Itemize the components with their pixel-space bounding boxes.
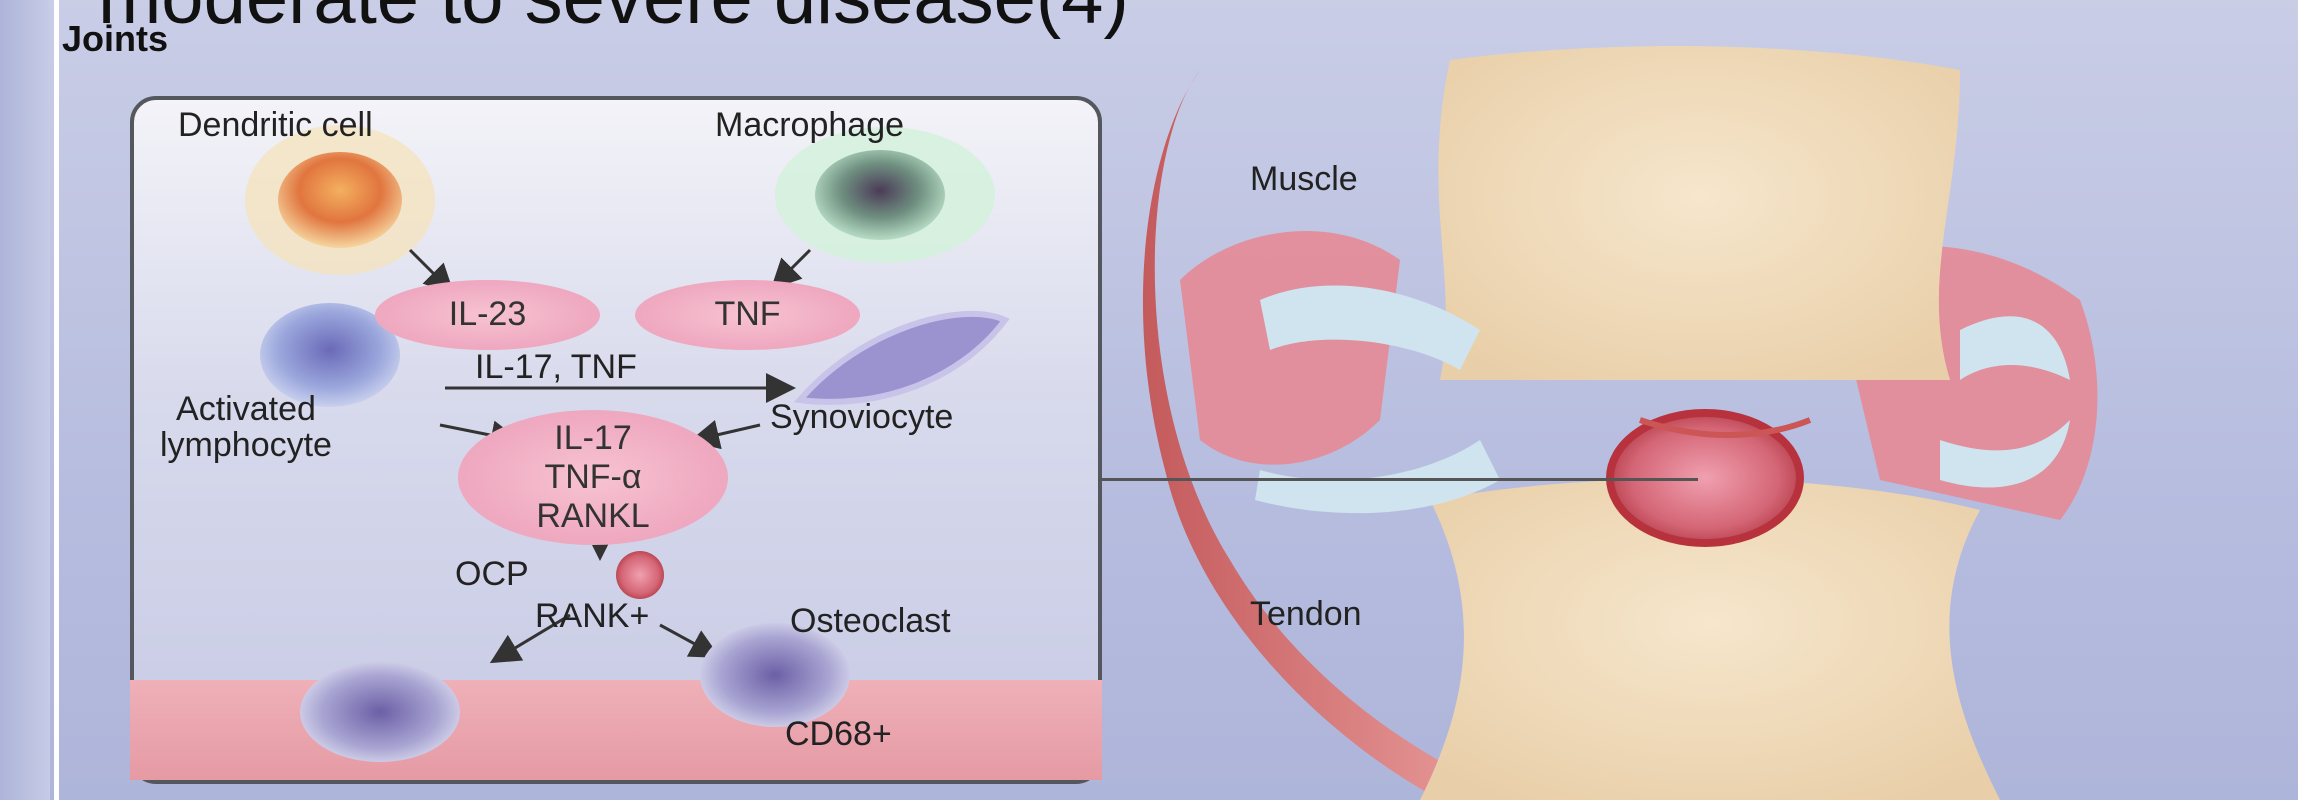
ocp-cell-icon [616, 551, 664, 599]
macrophage-label: Macrophage [715, 106, 904, 145]
dendritic-cell-icon [245, 125, 435, 275]
macrophage-icon [775, 127, 995, 263]
il23-label: IL-23 [449, 295, 527, 334]
tendon-label: Tendon [1250, 595, 1362, 634]
muscle-label: Muscle [1250, 160, 1358, 199]
mediators-bubble: IL-17 TNF-α RANKL [458, 410, 728, 545]
cd68-label: CD68+ [785, 715, 892, 754]
rank-label: RANK+ [535, 597, 649, 636]
osteoclast-label: Osteoclast [790, 602, 951, 641]
tnf-bubble: TNF [635, 280, 860, 350]
callout-line [1098, 478, 1698, 481]
il23-bubble: IL-23 [375, 280, 600, 350]
mediators-label: IL-17 TNF-α RANKL [536, 419, 649, 536]
il17-tnf-label: IL-17, TNF [475, 348, 637, 387]
dendritic-cell-label: Dendritic cell [178, 106, 373, 145]
arrow-macrophage-tnf [775, 250, 810, 285]
osteoclast-left-icon [300, 662, 460, 762]
synoviocyte-label: Synoviocyte [770, 398, 953, 437]
tnf-label: TNF [714, 295, 780, 334]
arrow-synoviocyte-mediators [695, 425, 760, 440]
ocp-label: OCP [455, 555, 529, 594]
arrow-ocp-right-osteoclast [660, 625, 715, 655]
activated-lymphocyte-label: Activated lymphocyte [160, 392, 332, 463]
